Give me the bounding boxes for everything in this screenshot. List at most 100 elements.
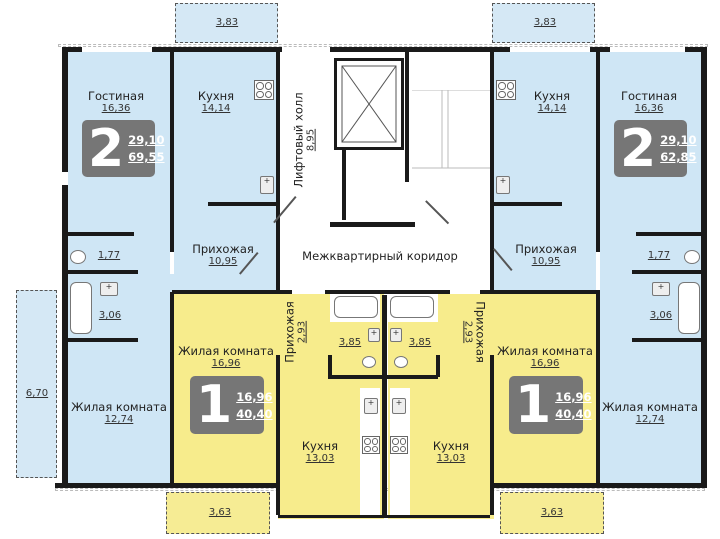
toilet-icon: [394, 356, 408, 368]
label-lift-hall: Лифтовый холл 8,95: [291, 92, 317, 188]
wall: [278, 515, 490, 518]
toilet-icon: [70, 250, 86, 264]
sink-icon: +: [496, 176, 510, 194]
rooms-count: 1: [515, 375, 552, 435]
label-hall-1right: Прихожая 2,93: [462, 301, 488, 363]
apartment-badge-right-1room: 1 16,96 40,40: [509, 375, 592, 435]
elevator-shaft: [334, 58, 404, 150]
label-kitchen-1left: Кухня 13,03: [301, 439, 339, 465]
room-kitchen-left[interactable]: [174, 52, 276, 202]
toilet-icon: [684, 250, 700, 264]
total-area: 69,55: [128, 150, 165, 164]
wall: [172, 290, 292, 294]
wall: [590, 47, 610, 52]
wall: [208, 202, 276, 206]
wall: [436, 355, 440, 377]
balcony-bottom-left-area: 3,63: [208, 507, 232, 518]
label-kitchen-1right: Кухня 13,03: [432, 439, 470, 465]
bath-1right-area: 3,85: [408, 337, 432, 348]
wall: [490, 52, 494, 292]
apartment-badge-left-1room: 1 16,96 40,40: [190, 375, 273, 435]
wall: [170, 292, 174, 487]
room-kitchen-right[interactable]: [494, 52, 596, 202]
bathtub-icon: [390, 296, 434, 318]
room-hall-right-ext[interactable]: [600, 274, 636, 340]
wall: [325, 290, 450, 294]
balcony-bottom-right[interactable]: [500, 492, 604, 534]
balcony-top-left-area: 3,83: [215, 17, 239, 28]
door-swing: [425, 200, 450, 224]
bath-right-area: 3,06: [649, 310, 673, 321]
total-area: 40,40: [236, 406, 273, 421]
label-corridor: Межквартирный коридор: [302, 249, 458, 263]
rooms-count: 1: [196, 375, 233, 435]
wall: [632, 338, 702, 342]
wall: [330, 47, 510, 52]
bath-left-area: 3,06: [98, 310, 122, 321]
sink-icon: +: [260, 176, 274, 194]
total-area: 40,40: [555, 406, 592, 421]
living-area: 29,10: [660, 133, 697, 147]
wall: [276, 355, 280, 515]
wall: [68, 232, 134, 236]
wall: [68, 270, 138, 274]
wc-left-area: 1,77: [97, 250, 121, 261]
bathtub-icon: [70, 282, 92, 334]
label-hall-1left: Прихожая 2,93: [282, 301, 308, 363]
bath-1left-area: 3,85: [338, 337, 362, 348]
wall: [405, 52, 409, 182]
toilet-icon: [362, 356, 376, 368]
rooms-count: 2: [88, 118, 125, 179]
wall: [276, 52, 280, 292]
room-hall-right[interactable]: [494, 202, 596, 292]
balcony-top-left[interactable]: [175, 3, 278, 43]
balcony-top-right-area: 3,83: [533, 17, 557, 28]
wall: [152, 47, 282, 52]
wc-right-area: 1,77: [647, 250, 671, 261]
balcony-bottom-left[interactable]: [166, 492, 270, 534]
room-hall-left[interactable]: [174, 202, 276, 292]
sink-icon: +: [390, 328, 402, 342]
facade-line-top: [58, 44, 708, 47]
label-kitchen-left: Кухня 14,14: [197, 89, 235, 115]
wall: [55, 483, 170, 488]
elevator-cross-icon: [341, 65, 397, 143]
stove-icon: [362, 436, 380, 454]
room-hall-left-ext[interactable]: [138, 274, 174, 340]
wall: [701, 47, 707, 485]
wall: [636, 232, 702, 236]
sink-icon: +: [652, 282, 670, 296]
bathtub-icon: [334, 296, 378, 318]
rooms-count: 2: [620, 118, 657, 179]
sink-icon: +: [100, 282, 118, 296]
bathtub-icon: [678, 282, 700, 334]
sink-icon: +: [392, 398, 406, 414]
label-living-left: Гостиная 16,36: [87, 89, 145, 115]
wall: [382, 295, 387, 517]
wall: [170, 52, 174, 252]
loggia-left-area: 6,70: [25, 388, 49, 399]
sink-icon: +: [368, 328, 380, 342]
wall: [342, 150, 346, 220]
wall: [68, 338, 138, 342]
label-hall-right: Прихожая 10,95: [515, 242, 577, 268]
loggia-left[interactable]: [16, 290, 57, 478]
wall: [600, 483, 707, 488]
label-living-right: Гостиная 16,36: [620, 89, 678, 115]
stove-icon: [496, 80, 516, 100]
label-living-1right: Жилая комната 16,96: [497, 344, 593, 370]
wall: [490, 355, 494, 515]
room-bedroom-right[interactable]: [600, 340, 702, 483]
wall: [480, 290, 600, 294]
apartment-badge-right-2room: 2 29,10 62,85: [614, 118, 697, 179]
stove-icon: [390, 436, 408, 454]
label-bedroom-left: Жилая комната 12,74: [71, 400, 167, 426]
balcony-top-right[interactable]: [492, 3, 595, 43]
living-area: 16,96: [236, 389, 273, 404]
wall: [62, 47, 68, 172]
total-area: 62,85: [660, 150, 697, 164]
balcony-bottom-right-area: 3,63: [540, 507, 564, 518]
wall: [685, 47, 707, 52]
room-bedroom-left[interactable]: [68, 340, 174, 483]
